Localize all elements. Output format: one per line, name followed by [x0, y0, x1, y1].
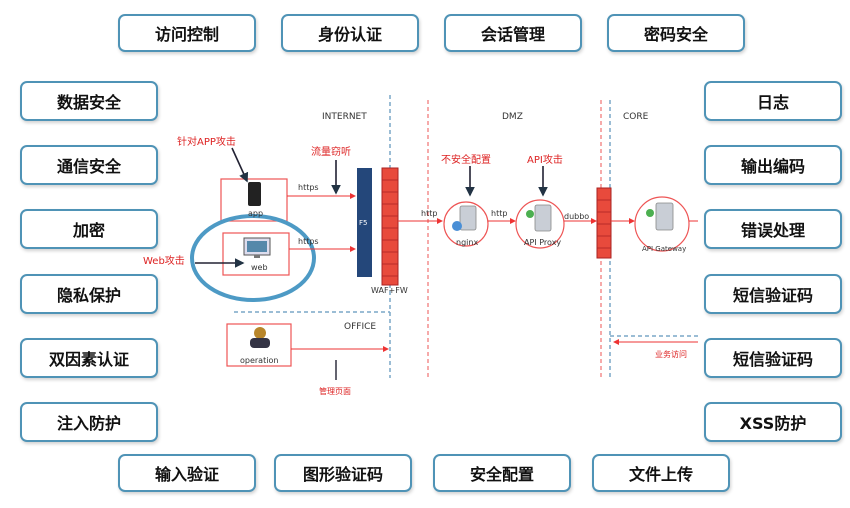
person-body [250, 338, 270, 348]
insecure-config-label: 不安全配置 [441, 155, 491, 166]
zone-office-label: OFFICE [344, 322, 377, 332]
box-password-security[interactable]: 密码安全 [607, 14, 745, 52]
app-attack-label: 针对APP攻击 [177, 137, 236, 148]
zone-core-label: CORE [623, 112, 649, 122]
box-error-handling[interactable]: 错误处理 [704, 209, 842, 249]
api-proxy-plugin-icon [526, 210, 534, 218]
http-label-1: http [421, 209, 438, 218]
app-attack-arrow [231, 147, 249, 183]
operation-label: operation [240, 356, 279, 365]
web-label: web [251, 263, 268, 272]
api-gateway-server-icon [655, 202, 674, 231]
business-access-label: 业务访问 [655, 350, 687, 359]
nginx-label: nginx [456, 238, 479, 247]
box-input-validation[interactable]: 输入验证 [118, 454, 256, 492]
monitor-stand [254, 255, 260, 258]
box-identity-auth[interactable]: 身份认证 [281, 14, 419, 52]
app-label: app [248, 209, 264, 218]
box-output-encoding[interactable]: 输出编码 [704, 145, 842, 185]
box-captcha[interactable]: 图形验证码 [274, 454, 412, 492]
web-attack-label: Web攻击 [143, 256, 185, 267]
https-label-2: https [298, 237, 319, 246]
dubbo-label: dubbo [564, 212, 590, 221]
api-gateway-label: API Gateway [642, 245, 687, 253]
box-privacy-protection[interactable]: 隐私保护 [20, 274, 158, 314]
monitor-screen [247, 241, 267, 252]
box-access-control[interactable]: 访问控制 [118, 14, 256, 52]
api-attack-label: API攻击 [527, 155, 563, 166]
waf-fw-label: WAF+FW [371, 286, 408, 295]
phone-icon [248, 182, 261, 206]
sniff-label: 流量窃听 [311, 147, 351, 158]
admin-page-label: 管理页面 [319, 387, 351, 396]
box-session-management[interactable]: 会话管理 [444, 14, 582, 52]
box-xss-protection[interactable]: XSS防护 [704, 402, 842, 442]
box-data-security[interactable]: 数据安全 [20, 81, 158, 121]
http-label-2: http [491, 209, 508, 218]
api-proxy-label: API Proxy [524, 238, 562, 247]
box-sms-code-1[interactable]: 短信验证码 [704, 274, 842, 314]
f5-device [357, 168, 372, 277]
https-label-1: https [298, 183, 319, 192]
nginx-refresh-icon [452, 221, 462, 231]
f5-label: F5 [359, 219, 368, 227]
box-communication-security[interactable]: 通信安全 [20, 145, 158, 185]
box-injection-protection[interactable]: 注入防护 [20, 402, 158, 442]
zone-internet-label: INTERNET [322, 112, 367, 122]
box-file-upload[interactable]: 文件上传 [592, 454, 730, 492]
box-security-config[interactable]: 安全配置 [433, 454, 571, 492]
nginx-server-icon [459, 205, 477, 231]
box-logging[interactable]: 日志 [704, 81, 842, 121]
person-icon [254, 327, 266, 339]
api-proxy-server-icon [534, 204, 552, 232]
waf-firewall [381, 167, 399, 286]
box-encryption[interactable]: 加密 [20, 209, 158, 249]
box-two-factor-auth[interactable]: 双因素认证 [20, 338, 158, 378]
zone-dmz-label: DMZ [502, 112, 523, 122]
core-firewall [596, 187, 612, 259]
api-gateway-plugin-icon [646, 209, 654, 217]
web-attack-ellipse [190, 214, 316, 302]
box-sms-code-2[interactable]: 短信验证码 [704, 338, 842, 378]
